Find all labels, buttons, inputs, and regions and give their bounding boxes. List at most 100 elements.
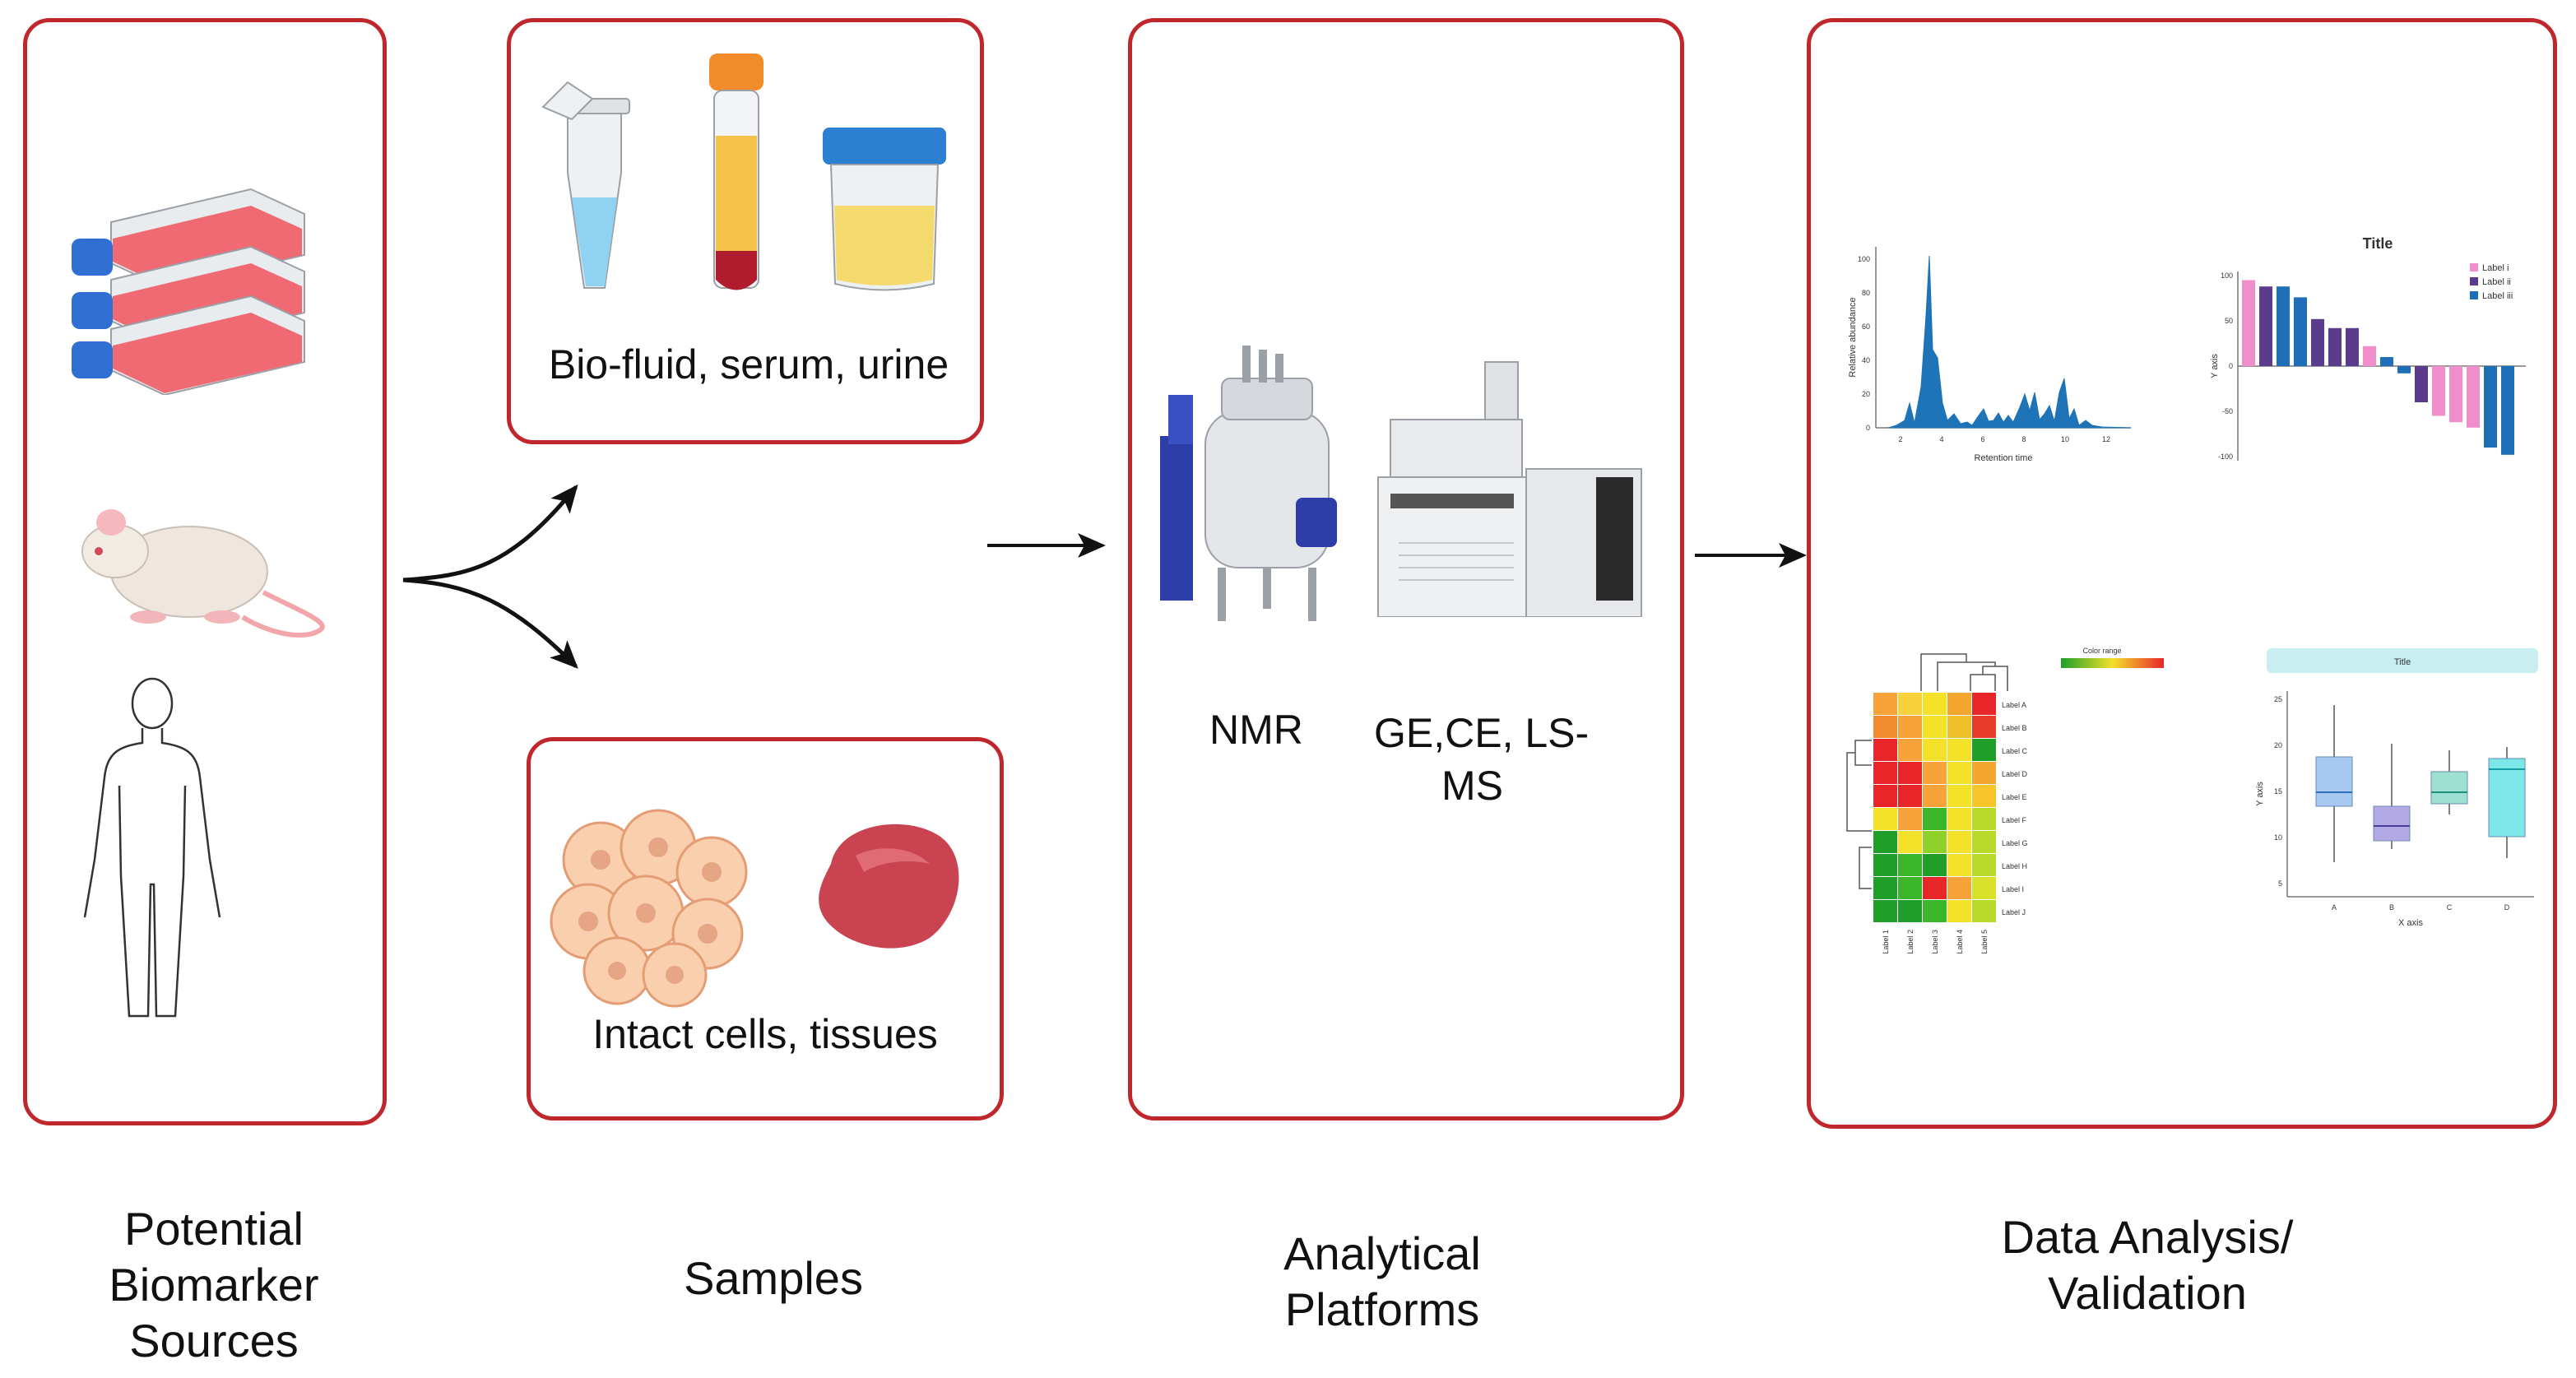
heatmap-color-range-label: Color range	[2082, 647, 2121, 655]
boxplot-title: Title	[2394, 657, 2411, 667]
heatmap-cell	[1972, 900, 1996, 922]
heatmap-cell	[1972, 693, 1996, 715]
chromatogram-ytick: 100	[1858, 255, 1870, 263]
ms-label-line2: MS	[1441, 763, 1503, 809]
heatmap-cell	[1873, 785, 1897, 807]
blood-tube-icon	[709, 53, 764, 290]
heatmap-cell	[1898, 739, 1922, 761]
boxplot-ytick: 5	[2278, 879, 2282, 888]
heatmap-cell	[1972, 831, 1996, 853]
chromatogram-xtick: 8	[2021, 435, 2026, 443]
boxplot-xtick: A	[2332, 903, 2337, 912]
chromatogram-ylabel: Relative abundance	[1848, 297, 1858, 377]
boxplot-ytick: 10	[2274, 833, 2282, 842]
heatmap-cell	[1972, 739, 1996, 761]
heatmap-row-label: Label G	[2002, 839, 2028, 847]
heatmap-cell	[1898, 762, 1922, 784]
boxplot-xtick: B	[2389, 903, 2394, 912]
samples-caption: Samples	[684, 1252, 863, 1304]
boxplot-ytick: 20	[2274, 741, 2282, 749]
waterfall-bar	[2501, 366, 2514, 455]
heatmap-cell	[1972, 877, 1996, 899]
waterfall-title: Title	[2363, 235, 2393, 252]
heatmap-cell	[1873, 762, 1897, 784]
boxplot-ytick: 15	[2274, 787, 2282, 796]
heatmap-cell	[1898, 877, 1922, 899]
waterfall-bar	[2277, 286, 2290, 366]
heatmap-cell	[1873, 900, 1897, 922]
human-body-outline-icon	[83, 677, 221, 1018]
nmr-label: NMR	[1209, 707, 1303, 753]
waterfall-ytick: 50	[2225, 317, 2233, 325]
legend-label-iii: Label iii	[2482, 291, 2513, 301]
boxplot-xtick: D	[2504, 903, 2510, 912]
heatmap-row-label: Label B	[2002, 724, 2027, 732]
waterfall-ytick: -100	[2218, 452, 2233, 461]
heatmap-cell	[1947, 854, 1971, 876]
heatmap-cell	[1873, 739, 1897, 761]
heatmap-cell	[1873, 808, 1897, 830]
heatmap-cell	[1947, 808, 1971, 830]
chromatogram-xtick: 12	[2102, 435, 2110, 443]
urine-cup-icon	[823, 128, 946, 291]
heatmap-cell	[1947, 693, 1971, 715]
sources-caption: Potential Biomarker Sources	[109, 1203, 319, 1366]
boxplot-box	[2430, 771, 2468, 805]
boxplot-xlabel: X axis	[2398, 918, 2423, 928]
heatmap-cell	[1923, 739, 1947, 761]
waterfall-ytick: 0	[2229, 362, 2233, 370]
heatmap-cell	[1898, 831, 1922, 853]
cell-culture-flask-icon	[72, 188, 305, 395]
heatmap-cell	[1947, 762, 1971, 784]
tissue-label: Intact cells, tissues	[592, 1011, 938, 1057]
chromatogram-xlabel: Retention time	[1975, 453, 2033, 463]
heatmap-row-label: Label C	[2002, 747, 2028, 755]
waterfall-bar	[2259, 286, 2272, 366]
split-arrow-up	[402, 484, 578, 582]
boxplot-box	[2373, 805, 2411, 842]
heatmap-cell	[1898, 716, 1922, 738]
heatmap-cell	[1873, 693, 1897, 715]
heatmap-cell	[1972, 854, 1996, 876]
waterfall-bar	[2397, 366, 2411, 373]
waterfall-ylabel: Y axis	[2210, 354, 2220, 378]
nmr-spectrometer-icon	[1160, 346, 1337, 621]
heatmap-cell	[1898, 808, 1922, 830]
heatmap-cell	[1972, 785, 1996, 807]
heatmap-cell	[1873, 854, 1897, 876]
heatmap-cell	[1972, 808, 1996, 830]
heatmap-col-label: Label 4	[1956, 930, 1964, 954]
boxplot-ytick: 25	[2274, 695, 2282, 703]
boxplot-xtick: C	[2447, 903, 2453, 912]
heatmap-cell	[1947, 877, 1971, 899]
heatmap-col-label: Label 1	[1882, 930, 1890, 954]
boxplot-box	[2315, 756, 2353, 807]
waterfall-bar	[2242, 280, 2255, 366]
waterfall-bar	[2294, 297, 2307, 366]
waterfall-bar	[2449, 366, 2462, 423]
heatmap-cell	[1873, 877, 1897, 899]
waterfall-bar	[2432, 366, 2445, 416]
mass-spectrometer-icon	[1377, 361, 1642, 617]
chromatogram-ytick: 20	[1862, 390, 1870, 398]
waterfall-bar	[2380, 357, 2393, 366]
microcentrifuge-tube-icon	[541, 81, 630, 289]
heatmap-chart: Color range Label A Label B Label C Label D…	[1846, 647, 2164, 954]
heatmap-cell	[1972, 716, 1996, 738]
analysis-caption: Data Analysis/ Validation	[2001, 1211, 2294, 1319]
heatmap-cell	[1947, 739, 1971, 761]
heatmap-cell	[1873, 831, 1897, 853]
legend-label-i: Label i	[2482, 263, 2509, 273]
heatmap-cell	[1923, 831, 1947, 853]
heatmap-row-label: Label A	[2002, 701, 2026, 709]
chromatogram-ytick: 60	[1862, 322, 1870, 331]
heatmap-row-label: Label J	[2002, 908, 2026, 916]
heatmap-cell	[1972, 762, 1996, 784]
ms-label-line1: GE,CE, LS-	[1374, 710, 1590, 756]
tissue-sample-icon	[819, 824, 959, 949]
heatmap-row-label: Label D	[2002, 770, 2028, 778]
heatmap-cell	[1873, 716, 1897, 738]
heatmap-cell	[1947, 900, 1971, 922]
